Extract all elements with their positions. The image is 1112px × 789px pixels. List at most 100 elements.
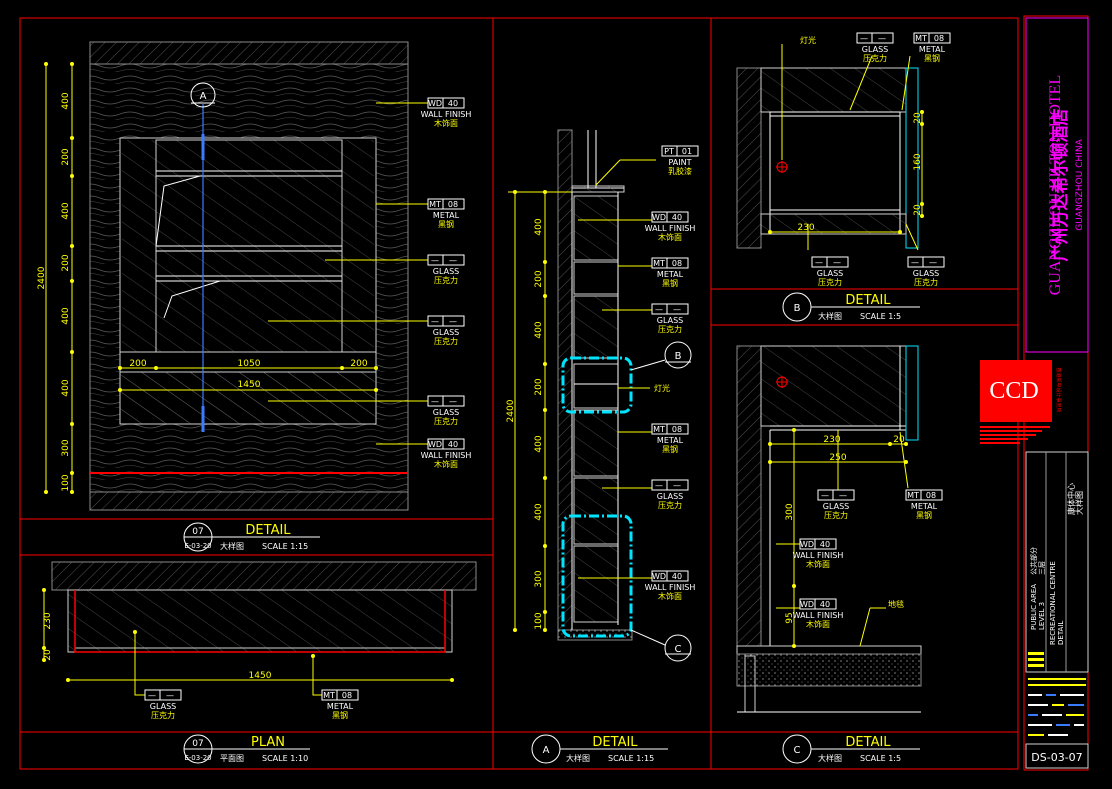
- section-vdims-0: 400: [534, 218, 544, 235]
- plan-frame: 20: [43, 649, 53, 661]
- tags-wd-num: 40: [672, 572, 682, 581]
- tags-wd-code: WD: [428, 440, 442, 449]
- tags-gl-code: —: [431, 317, 439, 326]
- detailB-d_mid: 160: [913, 153, 923, 170]
- title-plan-07: 07 E-03-20 PLAN 平面图 SCALE 1:10: [183, 734, 310, 764]
- tags-gl-num: —: [878, 34, 886, 43]
- titles-plan07-sub: 平面图: [220, 754, 244, 763]
- elevation-vdim: 400: [61, 92, 71, 109]
- tags-gl-num: —: [673, 305, 681, 314]
- tags-mt-code: MT: [907, 491, 919, 500]
- elevation-vdim: 100: [61, 474, 71, 491]
- titles-detailC-name: DETAIL: [845, 735, 891, 750]
- detailC-d5: 95: [785, 612, 795, 623]
- title-detail-c: C DETAIL 大样图 SCALE 1:5: [782, 734, 920, 764]
- drawing-cn-1: 康体中心: [1066, 483, 1076, 515]
- titles-detailC-sub: 大样图: [818, 753, 842, 763]
- tag-mt-c: MT 08 METAL 黑钢: [905, 489, 943, 520]
- light-note-a: 灯光: [654, 383, 670, 393]
- tags-gl-num: —: [166, 691, 174, 700]
- tags-wd-num: 40: [820, 600, 830, 609]
- tags-wd-l1: WALL FINISH: [645, 224, 696, 233]
- detailC-d2: 20: [893, 435, 905, 445]
- tags-gl-code: —: [821, 491, 829, 500]
- section-vdims-4: 400: [534, 435, 544, 452]
- titles-detailB-num: B: [794, 303, 801, 314]
- elevation-vdim: 300: [61, 439, 71, 456]
- tags-wd-l2: 木饰面: [658, 232, 682, 242]
- area-en-2: LEVEL 3: [1038, 602, 1046, 630]
- tags-wd-num: 40: [820, 540, 830, 549]
- elevation-vdim: 200: [61, 148, 71, 165]
- tags-gl-num: —: [449, 317, 457, 326]
- detail-c: 230 20 250 300 95 地毯: [736, 345, 922, 713]
- tags-gl-num: —: [929, 258, 937, 267]
- tags-gl-l1: GLASS: [817, 269, 843, 278]
- tags-mt-l1: METAL: [327, 702, 354, 711]
- tags-gl-num: —: [449, 256, 457, 265]
- tags-gl-l1: GLASS: [862, 45, 888, 54]
- elevation-vdim: 400: [61, 379, 71, 396]
- tags-mt-l2: 黑钢: [916, 510, 932, 520]
- tags-wd-code: WD: [428, 99, 442, 108]
- tags-gl-l1: GLASS: [150, 702, 176, 711]
- tag-wd-c-1: WD 40 WALL FINISH 木饰面: [793, 538, 844, 569]
- tags-mt-l2: 黑钢: [332, 710, 348, 720]
- plan-07: 230 20 1450: [42, 561, 477, 696]
- tags-pt-num: 01: [682, 147, 692, 156]
- tags-mt-l1: METAL: [657, 436, 684, 445]
- titles-detailC-scale: SCALE 1:5: [860, 754, 901, 763]
- drawing-cn-2: 大样图: [1074, 491, 1084, 515]
- elevation-hdim: 200: [129, 359, 146, 369]
- tags-mt-l1: METAL: [911, 502, 938, 511]
- tags-gl-code: —: [431, 397, 439, 406]
- titles-detailB-name: DETAIL: [845, 293, 891, 308]
- project-name-cn: 广州万达希尔顿酒店: [1050, 109, 1071, 262]
- logo-sub: 香港郑中设计事务所: [1055, 367, 1062, 412]
- titles-detailA-sub: 大样图: [566, 753, 590, 763]
- titles-detail07-scale: SCALE 1:15: [262, 542, 308, 551]
- drawing-en-2: DETAIL: [1057, 621, 1065, 645]
- section-vdims-3: 200: [534, 378, 544, 395]
- detailC-d4: 300: [785, 503, 795, 520]
- tags-gl-l2: 压克力: [434, 275, 458, 285]
- tags-gl-l2: 压克力: [824, 510, 848, 520]
- tags-mt-l1: METAL: [657, 270, 684, 279]
- tags-mt-l1: METAL: [433, 211, 460, 220]
- titles-detailC-num: C: [794, 745, 801, 756]
- tag-mt-section-2: MT 08 METAL 黑钢: [651, 423, 689, 454]
- carpet-note: 地毯: [888, 599, 904, 609]
- title-detail-b: B DETAIL 大样图 SCALE 1:5: [782, 292, 920, 322]
- section-overall: 2400: [506, 399, 516, 422]
- tags-mt-l2: 黑钢: [662, 444, 678, 454]
- tags-gl-l1: GLASS: [433, 267, 459, 276]
- tags-wd-l2: 木饰面: [434, 118, 458, 128]
- tags-gl-l2: 压克力: [151, 710, 175, 720]
- tags-mt-num: 08: [448, 200, 458, 209]
- tags-wd-l2: 木饰面: [434, 459, 458, 469]
- tags-gl-l1: GLASS: [913, 269, 939, 278]
- tags-gl-code: —: [860, 34, 868, 43]
- detailB-d_bot: 20: [913, 204, 923, 216]
- tags-gl-l2: 压克力: [658, 324, 682, 334]
- section-vdims-6: 300: [534, 570, 544, 587]
- tags-gl-l2: 压克力: [914, 277, 938, 287]
- elevation-hdim: 1050: [238, 359, 261, 369]
- tag-glass-section-1: — — GLASS 压克力: [651, 303, 689, 334]
- tags-mt-l2: 黑钢: [924, 53, 940, 63]
- tags-pt-l2: 乳胶漆: [668, 166, 692, 176]
- section-vdims-5: 400: [534, 503, 544, 520]
- tag-mt-section-1: MT 08 METAL 黑钢: [651, 257, 689, 288]
- tags-wd-l1: WALL FINISH: [793, 551, 844, 560]
- tags-mt-code: MT: [915, 34, 927, 43]
- tag-mt-elev: MT 08 METAL 黑钢: [427, 198, 465, 229]
- tags-gl-l2: 压克力: [658, 500, 682, 510]
- drawing-number: DS-03-07: [1031, 751, 1082, 764]
- section-a: B C 灯光 2400 400 200 400 200 400 400 300 …: [506, 129, 692, 662]
- tags-wd-code: WD: [652, 213, 666, 222]
- titles-detailA-scale: SCALE 1:15: [608, 754, 654, 763]
- tags-wd-num: 40: [672, 213, 682, 222]
- detail-b: 20 160 20 230 灯光: [736, 35, 924, 251]
- title-block: 广州万达希尔顿酒店 GUANGZHOU HILTON HOTEL GUANGZH…: [980, 17, 1089, 769]
